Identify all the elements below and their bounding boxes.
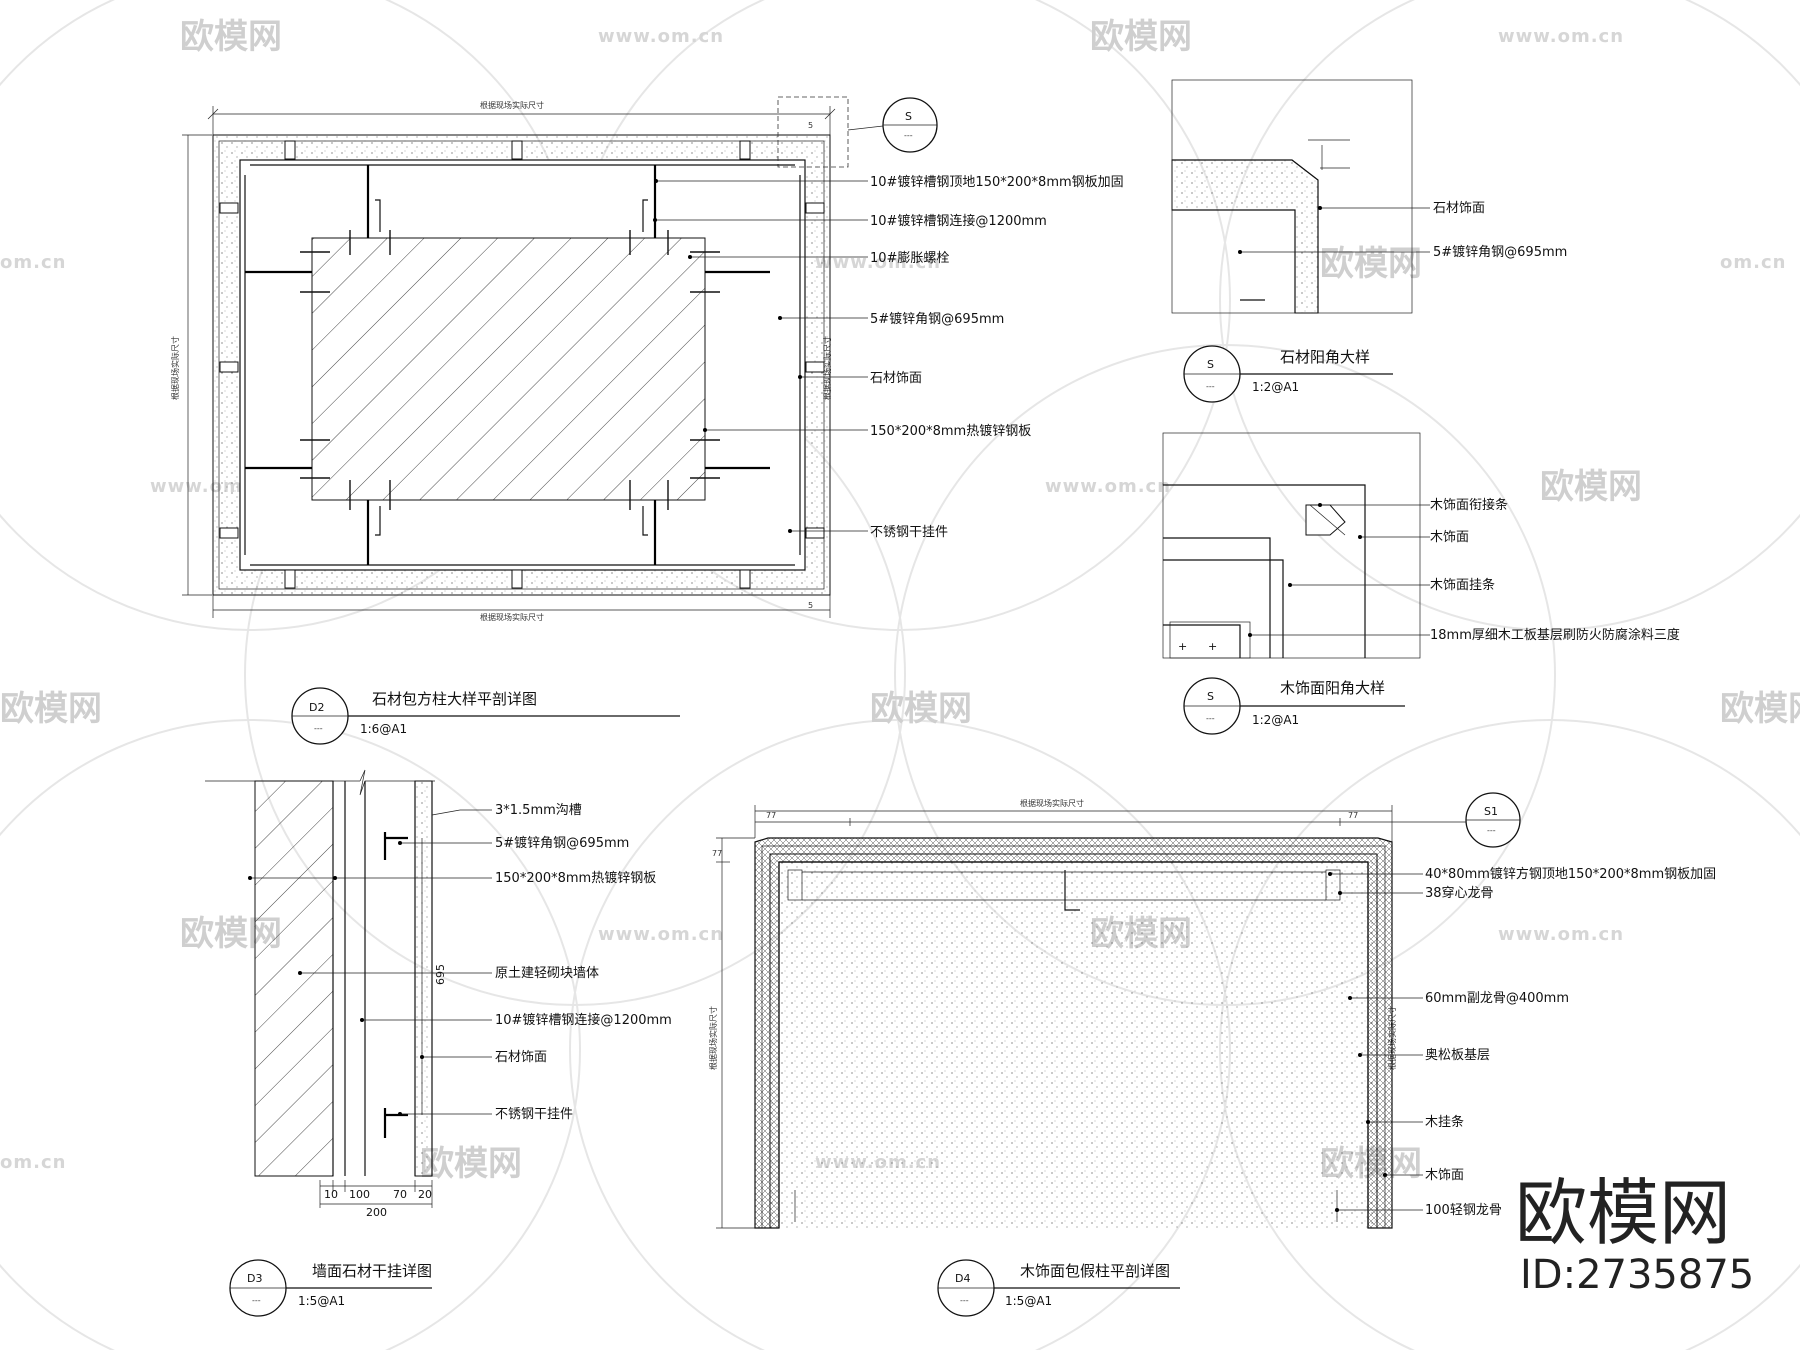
d3-wall-stone-detail: 695 10 100 70 20 200 3*1.5mm沟槽 5#镀锌角钢 bbox=[205, 769, 672, 1317]
watermark-url: om.cn bbox=[1720, 252, 1786, 273]
d4-section-mark: S1 bbox=[1484, 805, 1498, 818]
s-wood-callout: 木饰面 bbox=[1430, 530, 1469, 545]
d2-title: 石材包方柱大样平剖详图 bbox=[372, 690, 537, 708]
d3-callout: 10#镀锌槽钢连接@1200mm bbox=[495, 1012, 672, 1028]
svg-text:+: + bbox=[1208, 640, 1217, 653]
dim-site-size: 根据现场实际尺寸 bbox=[170, 336, 180, 400]
d3-dim: 100 bbox=[349, 1188, 370, 1201]
d2-callout: 石材饰面 bbox=[870, 371, 922, 386]
id-watermark: ID:2735875 bbox=[1520, 1252, 1754, 1298]
s-wood-sub: --- bbox=[1206, 714, 1215, 723]
watermark-brand: 欧模网 bbox=[870, 689, 972, 729]
d4-dim: 77 bbox=[766, 811, 776, 820]
s-stone-title: 石材阳角大样 bbox=[1280, 348, 1370, 366]
d4-callout: 100轻钢龙骨 bbox=[1425, 1203, 1502, 1218]
watermark-brand: 欧模网 bbox=[1320, 244, 1422, 284]
s-stone-callout: 石材饰面 bbox=[1433, 201, 1485, 216]
s-wood-callout: 木饰面衔接条 bbox=[1430, 497, 1508, 513]
d4-callout: 木饰面 bbox=[1425, 1168, 1464, 1183]
d4-sub: --- bbox=[960, 1296, 969, 1305]
dim-site-size: 根据现场实际尺寸 bbox=[480, 612, 544, 622]
s-wood-title: 木饰面阳角大样 bbox=[1280, 679, 1385, 697]
d3-callout: 3*1.5mm沟槽 bbox=[495, 803, 582, 818]
dim-site-size: 根据现场实际尺寸 bbox=[480, 100, 544, 110]
d4-scale: 1:5@A1 bbox=[1005, 1294, 1052, 1308]
d3-dim: 200 bbox=[366, 1206, 387, 1219]
watermark-url: www.om.cn bbox=[1045, 476, 1171, 497]
brand-watermark: 欧模网 bbox=[1515, 1171, 1731, 1255]
d3-dim: 20 bbox=[418, 1188, 432, 1201]
watermark-brand: 欧模网 bbox=[180, 17, 282, 57]
watermark-url: om.cn bbox=[0, 252, 66, 273]
d3-callout: 150*200*8mm热镀锌钢板 bbox=[495, 870, 656, 886]
s-stone-callout: 5#镀锌角钢@695mm bbox=[1433, 244, 1567, 260]
watermark-brand: 欧模网 bbox=[0, 689, 102, 729]
d3-mark: D3 bbox=[247, 1272, 262, 1285]
s-wood-mark: S bbox=[1207, 690, 1214, 703]
watermark-url: www.om.cn bbox=[598, 924, 724, 945]
d3-callout: 不锈钢干挂件 bbox=[495, 1107, 573, 1122]
d4-wood-column-plan: 根据现场实际尺寸 77 77 77 根据现场实际尺寸 根据现场实际尺寸 S1 -… bbox=[708, 792, 1716, 1317]
d3-dim: 10 bbox=[324, 1188, 338, 1201]
d4-callout: 40*80mm镀锌方钢顶地150*200*8mm钢板加固 bbox=[1425, 866, 1716, 882]
d3-callout: 石材饰面 bbox=[495, 1050, 547, 1065]
d3-dim: 70 bbox=[393, 1188, 407, 1201]
d2-callout: 10#镀锌槽钢连接@1200mm bbox=[870, 213, 1047, 229]
s-wood-callout: 木饰面挂条 bbox=[1430, 577, 1495, 593]
watermark-url: www.om.cn bbox=[598, 26, 724, 47]
d2-scale: 1:6@A1 bbox=[360, 722, 407, 736]
s-wood-scale: 1:2@A1 bbox=[1252, 713, 1299, 727]
watermark-brand: 欧模网 bbox=[420, 1144, 522, 1184]
d2-callout: 5#镀锌角钢@695mm bbox=[870, 311, 1004, 327]
s-stone-mark: S bbox=[1207, 358, 1214, 371]
d2-stone-column-plan: 根据现场实际尺寸 根据现场实际尺寸 根据现场实际尺寸 根据现场实际尺寸 5 5 bbox=[170, 96, 1124, 745]
d3-scale: 1:5@A1 bbox=[298, 1294, 345, 1308]
d2-callout: 150*200*8mm热镀锌钢板 bbox=[870, 423, 1031, 439]
d3-callout: 原土建轻砌块墙体 bbox=[495, 966, 599, 981]
d2-sub: --- bbox=[314, 724, 323, 733]
d4-section-sub: --- bbox=[1487, 826, 1496, 835]
s-wood-callout: 18mm厚细木工板基层刷防火防腐涂料三度 bbox=[1430, 627, 1680, 643]
watermark-brand: 欧模网 bbox=[1720, 689, 1800, 729]
d2-section-mark: S bbox=[905, 110, 912, 123]
d4-callout: 木挂条 bbox=[1425, 1114, 1464, 1130]
d4-mark: D4 bbox=[955, 1272, 970, 1285]
s-stone-corner-detail: 石材饰面 5#镀锌角钢@695mm S --- 石材阳角大样 1:2@A1 bbox=[1171, 79, 1567, 403]
d4-callout: 60mm副龙骨@400mm bbox=[1425, 991, 1569, 1006]
dim-site-size: 根据现场实际尺寸 bbox=[708, 1006, 718, 1070]
dim-site-size: 根据现场实际尺寸 bbox=[1020, 798, 1084, 808]
d4-title: 木饰面包假柱平剖详图 bbox=[1020, 1262, 1170, 1280]
d2-callout: 10#膨胀螺栓 bbox=[870, 251, 949, 266]
watermark-brand: 欧模网 bbox=[1090, 17, 1192, 57]
d3-dim-695: 695 bbox=[434, 964, 447, 985]
dim-edge: 5 bbox=[808, 601, 813, 610]
dim-edge: 5 bbox=[808, 121, 813, 130]
d4-callout: 38穿心龙骨 bbox=[1425, 885, 1494, 901]
d2-section-sub: --- bbox=[904, 131, 913, 140]
s-stone-scale: 1:2@A1 bbox=[1252, 380, 1299, 394]
watermark-url: www.om.cn bbox=[1498, 26, 1624, 47]
s-wood-corner-detail: + + 木饰面衔接条 木饰面 木饰面挂条 18mm厚细木工板基层刷防火防腐涂料三度… bbox=[1162, 432, 1680, 735]
d4-dim: 77 bbox=[1348, 811, 1358, 820]
svg-text:+: + bbox=[1178, 640, 1187, 653]
d4-dim: 77 bbox=[712, 849, 722, 858]
d3-callout: 5#镀锌角钢@695mm bbox=[495, 835, 629, 851]
watermark-url: www.om.cn bbox=[1498, 924, 1624, 945]
d2-callout: 不锈钢干挂件 bbox=[870, 525, 948, 540]
s-stone-sub: --- bbox=[1206, 382, 1215, 391]
watermark-brand: 欧模网 bbox=[1540, 467, 1642, 507]
d2-mark: D2 bbox=[309, 701, 324, 714]
d3-sub: --- bbox=[252, 1296, 261, 1305]
d3-title: 墙面石材干挂详图 bbox=[312, 1262, 432, 1280]
d2-callout: 10#镀锌槽钢顶地150*200*8mm钢板加固 bbox=[870, 174, 1124, 190]
d4-callout: 奥松板基层 bbox=[1425, 1048, 1490, 1063]
watermark-url: om.cn bbox=[0, 1152, 66, 1173]
